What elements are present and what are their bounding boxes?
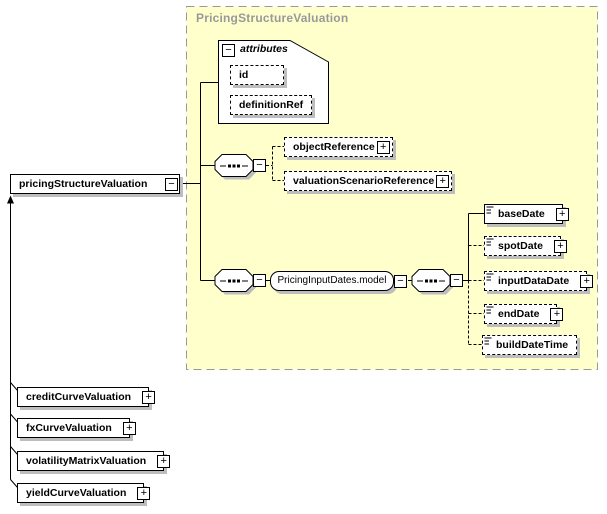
collapse-button[interactable]: − xyxy=(394,274,407,288)
node-build-date-time[interactable]: buildDateTime xyxy=(482,335,578,355)
node-spot-date[interactable]: spotDate + xyxy=(484,236,567,256)
node-label: PricingInputDates.model xyxy=(277,275,387,286)
node-label: pricingStructureValuation xyxy=(19,178,148,190)
expand-button[interactable]: + xyxy=(376,140,390,154)
expand-button[interactable]: + xyxy=(550,307,564,321)
node-object-reference[interactable]: objectReference + xyxy=(284,137,393,157)
text-content-icon xyxy=(485,305,495,316)
node-label: baseDate xyxy=(498,208,545,220)
collapse-button-attributes[interactable]: − xyxy=(222,44,235,57)
collapse-button[interactable]: − xyxy=(165,177,178,191)
node-base-date[interactable]: baseDate + xyxy=(484,204,569,224)
expand-button[interactable]: + xyxy=(157,454,171,468)
collapse-button-sequence-1[interactable]: − xyxy=(253,159,266,172)
node-label: volatilityMatrixValuation xyxy=(26,455,147,467)
collapse-button-sequence-2[interactable]: − xyxy=(253,274,266,287)
node-label: endDate xyxy=(498,308,540,320)
node-label: yieldCurveValuation xyxy=(26,487,127,499)
node-definition-ref-attribute[interactable]: definitionRef xyxy=(230,95,313,115)
sequence-compositor-2[interactable] xyxy=(214,269,257,295)
expand-button[interactable]: + xyxy=(122,421,136,435)
node-pricing-structure-valuation[interactable]: pricingStructureValuation − xyxy=(10,174,180,194)
sequence-compositor-3[interactable] xyxy=(411,269,454,295)
node-label: id xyxy=(239,69,249,81)
node-label: buildDateTime xyxy=(496,339,569,351)
node-label: objectReference xyxy=(293,141,375,153)
node-label: definitionRef xyxy=(239,99,304,111)
expand-button[interactable]: + xyxy=(553,239,567,253)
node-credit-curve-valuation[interactable]: creditCurveValuation + xyxy=(17,387,156,407)
node-label: creditCurveValuation xyxy=(26,391,132,403)
attributes-label: attributes xyxy=(240,43,288,55)
node-id-attribute[interactable]: id xyxy=(230,65,284,85)
text-content-icon xyxy=(483,336,493,347)
sequence-compositor-1[interactable] xyxy=(214,154,257,180)
node-label: valuationScenarioReference xyxy=(293,175,435,187)
connector-lines-solid xyxy=(7,82,484,488)
expand-button[interactable]: + xyxy=(580,274,594,288)
text-content-icon xyxy=(485,237,495,248)
node-label: spotDate xyxy=(498,240,543,252)
node-pricing-input-dates-model[interactable]: PricingInputDates.model − xyxy=(270,271,407,291)
expand-button[interactable]: + xyxy=(142,390,156,404)
node-label: fxCurveValuation xyxy=(26,422,112,434)
connector-lines-dashed xyxy=(266,146,484,345)
node-end-date[interactable]: endDate + xyxy=(484,304,564,324)
expand-button[interactable]: + xyxy=(137,486,151,500)
text-content-icon xyxy=(485,205,495,216)
substitution-arrow-icon xyxy=(7,195,14,204)
node-input-data-date[interactable]: inputDataDate + xyxy=(484,271,594,291)
expand-button[interactable]: + xyxy=(555,207,569,221)
expand-button[interactable]: + xyxy=(436,174,450,188)
complex-type-title: PricingStructureValuation xyxy=(196,11,349,25)
node-valuation-scenario-reference[interactable]: valuationScenarioReference + xyxy=(284,171,453,191)
node-label: inputDataDate xyxy=(498,275,570,287)
collapse-button-sequence-3[interactable]: − xyxy=(450,274,463,287)
text-content-icon xyxy=(485,272,495,283)
node-fx-curve-valuation[interactable]: fxCurveValuation + xyxy=(17,418,136,438)
node-volatility-matrix-valuation[interactable]: volatilityMatrixValuation + xyxy=(17,451,171,471)
node-yield-curve-valuation[interactable]: yieldCurveValuation + xyxy=(17,483,151,503)
